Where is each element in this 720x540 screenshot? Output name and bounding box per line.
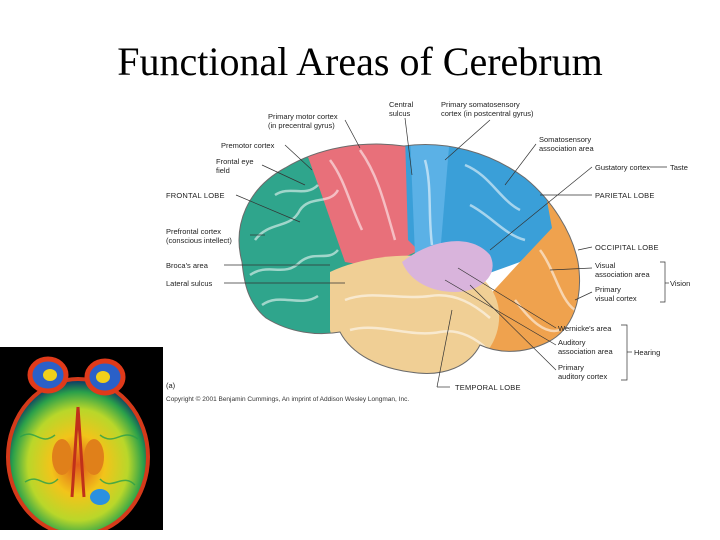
label-prefrontal-2: (conscious intellect) bbox=[166, 236, 232, 245]
copyright-notice: Copyright © 2001 Benjamin Cummings, An i… bbox=[166, 396, 410, 403]
label-occipital-lobe: OCCIPITAL LOBE bbox=[595, 243, 659, 252]
label-hearing: Hearing bbox=[634, 348, 660, 357]
label-parietal-lobe: PARIETAL LOBE bbox=[595, 191, 655, 200]
label-primary-motor-2: (in precentral gyrus) bbox=[268, 121, 335, 130]
brain-outline bbox=[238, 143, 580, 374]
brain-scan-graphic bbox=[6, 356, 150, 530]
label-somatosensory-assoc-1: Somatosensory bbox=[539, 135, 591, 144]
label-auditory-assoc-1: Auditory bbox=[558, 338, 586, 347]
label-primary-auditory-1: Primary bbox=[558, 363, 584, 372]
label-prefrontal-1: Prefrontal cortex bbox=[166, 227, 221, 236]
brain-scan-image bbox=[0, 347, 163, 530]
label-visual-assoc-2: association area bbox=[595, 270, 650, 279]
label-primary-visual-2: visual cortex bbox=[595, 294, 637, 303]
label-premotor: Premotor cortex bbox=[221, 141, 275, 150]
label-central-sulcus-2: sulcus bbox=[389, 109, 411, 118]
label-brocas: Broca's area bbox=[166, 261, 209, 270]
panel-label: (a) bbox=[166, 381, 176, 390]
label-central-sulcus-1: Central bbox=[389, 100, 414, 109]
label-gustatory: Gustatory cortex bbox=[595, 163, 650, 172]
label-temporal-lobe: TEMPORAL LOBE bbox=[455, 383, 521, 392]
gyri-texture bbox=[249, 149, 576, 351]
label-frontal-eye-1: Frontal eye bbox=[216, 157, 254, 166]
page-title: Functional Areas of Cerebrum bbox=[117, 39, 603, 84]
leader-lines bbox=[224, 117, 669, 388]
label-visual-assoc-1: Visual bbox=[595, 261, 616, 270]
label-primary-motor-1: Primary motor cortex bbox=[268, 112, 338, 121]
label-frontal-lobe: FRONTAL LOBE bbox=[166, 191, 225, 200]
label-primary-somatosensory-2: cortex (in postcentral gyrus) bbox=[441, 109, 534, 118]
label-somatosensory-assoc-2: association area bbox=[539, 144, 594, 153]
label-taste: Taste bbox=[670, 163, 688, 172]
label-wernickes: Wernicke's area bbox=[558, 324, 612, 333]
label-primary-visual-1: Primary bbox=[595, 285, 621, 294]
wernickes-area-region bbox=[402, 241, 493, 292]
label-lateral-sulcus: Lateral sulcus bbox=[166, 279, 213, 288]
label-auditory-assoc-2: association area bbox=[558, 347, 613, 356]
label-primary-somatosensory-1: Primary somatosensory bbox=[441, 100, 520, 109]
label-primary-auditory-2: auditory cortex bbox=[558, 372, 607, 381]
label-vision: Vision bbox=[670, 279, 690, 288]
primary-motor-cortex-region bbox=[300, 144, 420, 268]
label-frontal-eye-2: field bbox=[216, 166, 230, 175]
